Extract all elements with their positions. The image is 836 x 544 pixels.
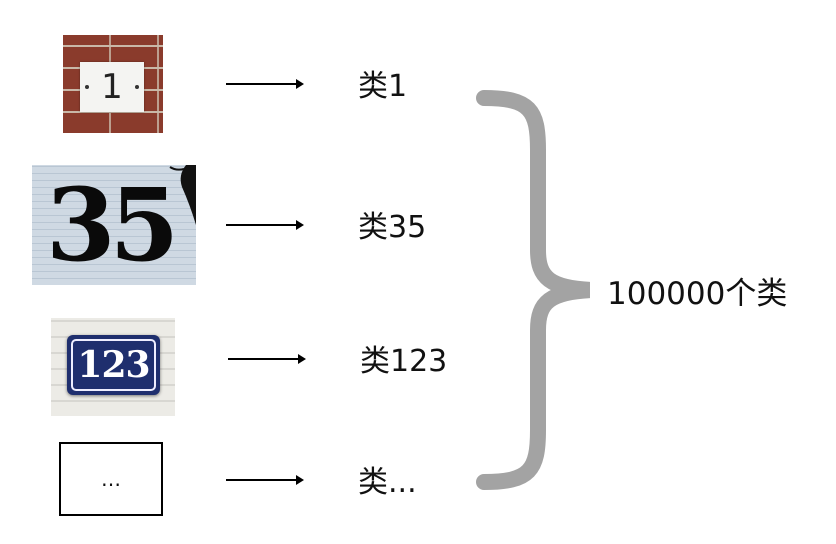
curly-brace [476, 90, 590, 490]
house-number-1-photo: 1 [63, 35, 163, 133]
class-label-3: 类123 [360, 344, 448, 379]
arrow-1 [226, 79, 304, 89]
total-classes-label: 100000个类 [607, 276, 788, 312]
class-label-1: 类1 [358, 69, 408, 104]
branch-shadow [169, 165, 196, 225]
arrow-3 [228, 354, 306, 364]
house-number: 35 [46, 166, 179, 284]
enamel-sign: 123 [67, 335, 160, 395]
ellipsis-placeholder-box: … [59, 442, 163, 516]
ellipsis-text: … [101, 467, 121, 491]
class-label-4: 类... [358, 465, 417, 500]
house-number-35-photo: 35 [32, 165, 196, 285]
sign-number: 123 [77, 344, 150, 386]
plate-number: 1 [101, 67, 123, 107]
arrow-4 [226, 475, 304, 485]
arrow-2 [226, 220, 304, 230]
house-number-123-photo: 123 [51, 318, 175, 416]
class-label-2: 类35 [358, 210, 427, 245]
number-plate: 1 [80, 62, 144, 112]
